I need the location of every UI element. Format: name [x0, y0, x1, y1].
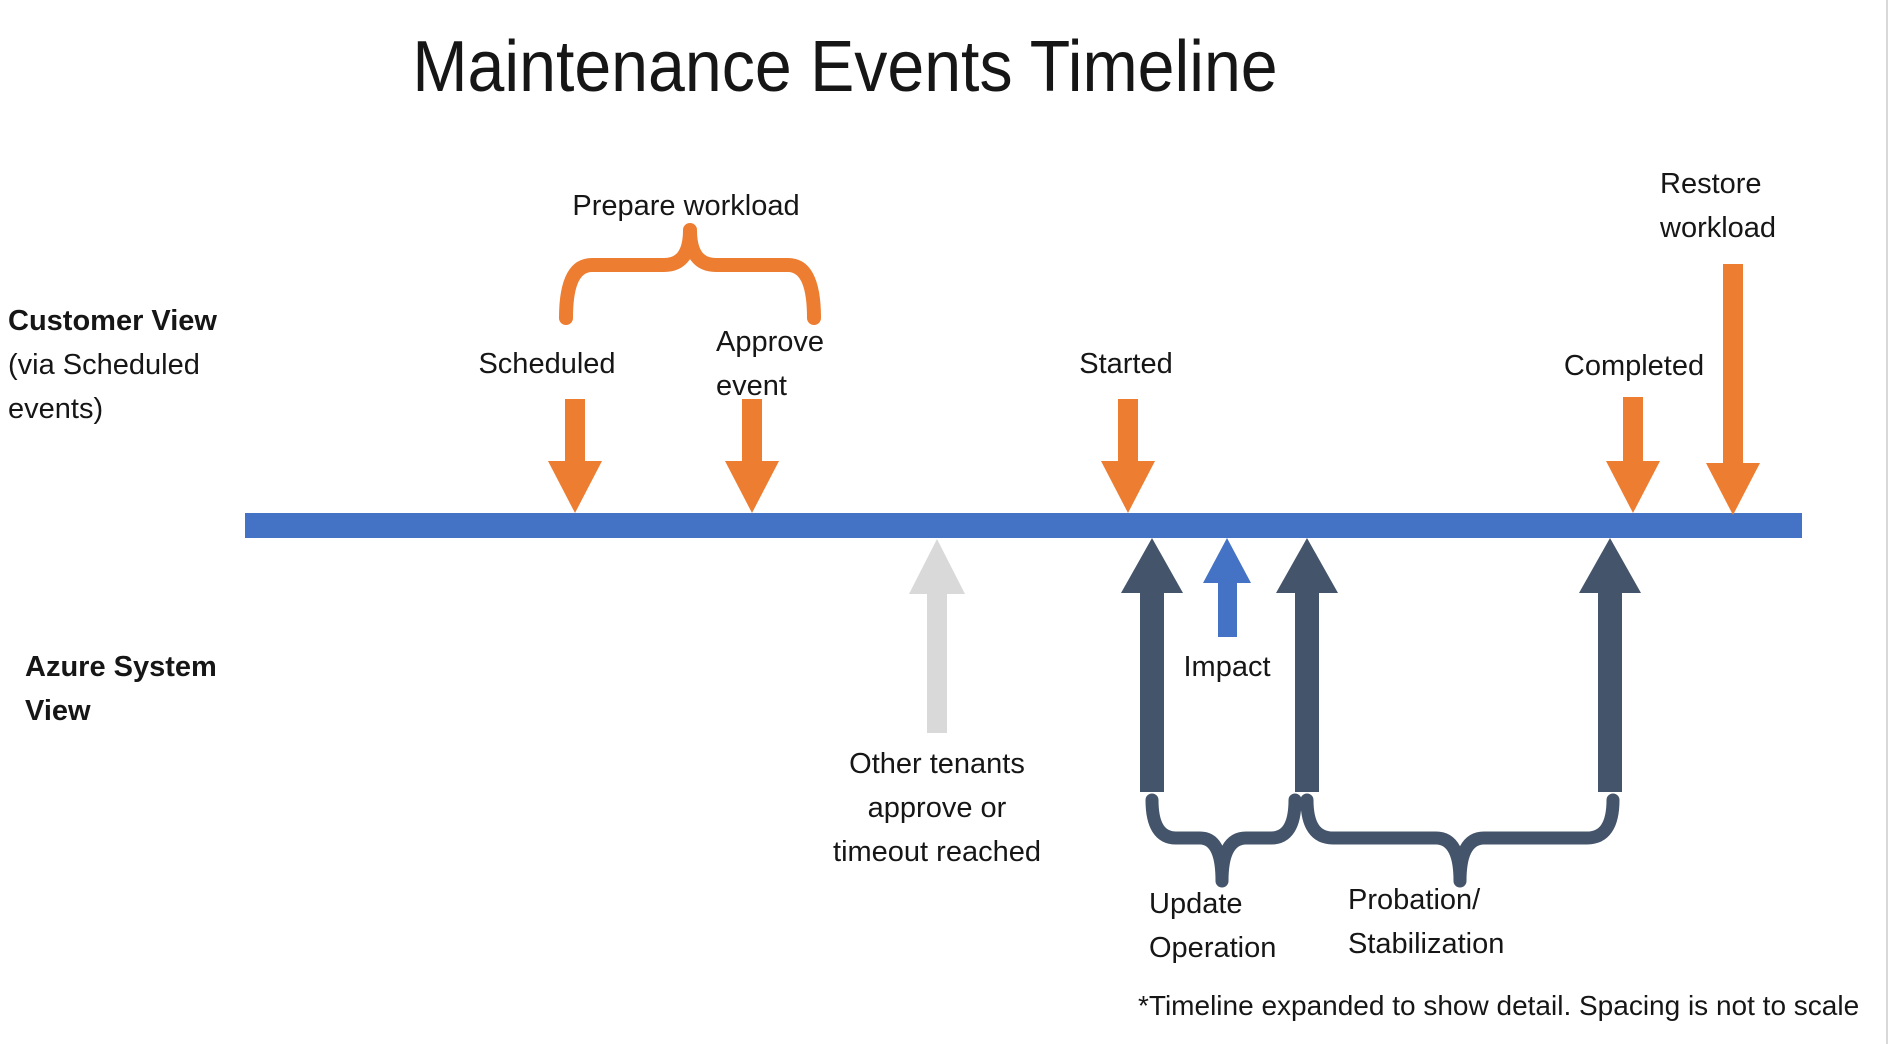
- update-operation-label: Update Operation: [1149, 888, 1277, 964]
- prepare-workload-brace-up-icon: [559, 223, 821, 325]
- impact-label: Impact: [1183, 651, 1271, 683]
- started-label: Started: [1079, 348, 1173, 380]
- azure-system-view-label: Azure System View: [25, 651, 217, 727]
- update-operation-brace-down-icon: [1145, 793, 1302, 888]
- approve-event-label: Approve event: [716, 326, 825, 402]
- timeline-bar: [245, 513, 1802, 538]
- customer-view-label: Customer View: [8, 305, 217, 337]
- probation-stabilization-brace-down-icon: [1300, 793, 1620, 888]
- customer-view-sublabel: (via Scheduled events): [8, 349, 200, 425]
- approve-event-arrow-down-icon: [725, 399, 779, 513]
- other-tenants-label: Other tenants approve or timeout reached: [833, 748, 1041, 868]
- scheduled-arrow-down-icon: [548, 399, 602, 513]
- probation-stabilization-label: Probation/ Stabilization: [1348, 884, 1505, 960]
- footnote: *Timeline expanded to show detail. Spaci…: [1138, 990, 1860, 1021]
- completed-label: Completed: [1563, 350, 1705, 382]
- impact-arrow-up-icon: [1203, 538, 1251, 637]
- probation-end-arrow-up-icon: [1579, 538, 1641, 792]
- page-title: Maintenance Events Timeline: [412, 27, 1278, 107]
- prepare-workload-label: Prepare workload: [572, 190, 800, 222]
- update-end-arrow-up-icon: [1276, 538, 1338, 792]
- other-tenants-arrow-up-icon: [909, 539, 965, 733]
- update-start-arrow-up-icon: [1121, 538, 1183, 792]
- slide-edge-divider: [1886, 0, 1888, 1044]
- completed-arrow-down-icon: [1606, 397, 1660, 513]
- scheduled-label: Scheduled: [478, 348, 616, 380]
- restore-workload-arrow-down-icon: [1706, 264, 1760, 515]
- started-arrow-down-icon: [1101, 399, 1155, 513]
- restore-workload-label: Restore workload: [1660, 168, 1777, 244]
